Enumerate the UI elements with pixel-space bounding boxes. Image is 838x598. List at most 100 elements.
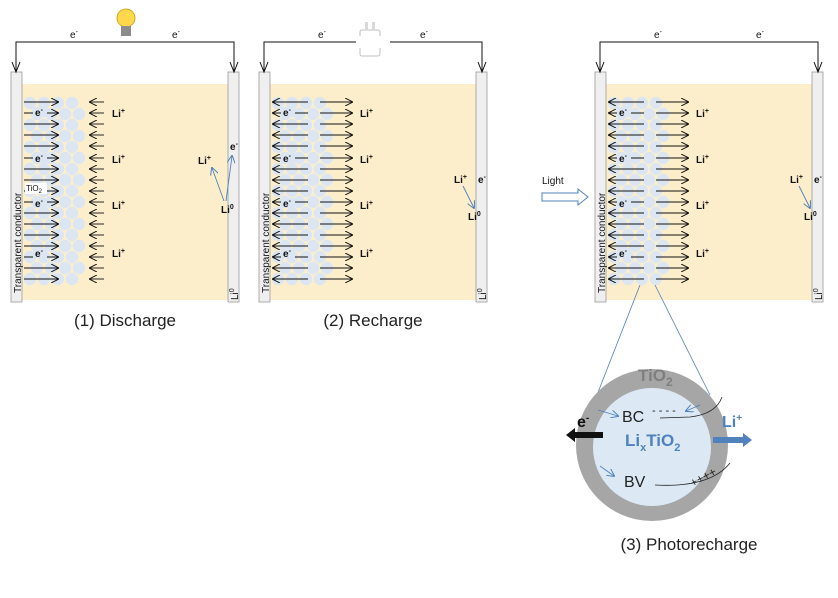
- li-metal-label: Li0: [813, 288, 825, 300]
- li-release-arrow: [212, 168, 225, 202]
- tio2-particle: [72, 151, 86, 165]
- tio2-particle: [278, 129, 292, 143]
- tio2-particle: [292, 129, 306, 143]
- electron-label-bg: [281, 198, 295, 208]
- wire-arrow-right: [229, 61, 239, 74]
- lithium-electrode: [475, 71, 488, 303]
- tio2-particle: [72, 195, 86, 209]
- film-li-ion-label: Li+: [360, 200, 373, 212]
- tio2-particle: [65, 140, 79, 154]
- tio2-particle: [306, 151, 320, 165]
- tio2-particle: [649, 140, 663, 154]
- film-li-ion-label: Li+: [360, 108, 373, 120]
- tio2-particle: [635, 96, 649, 110]
- tio2-particle: [649, 118, 663, 132]
- film-li-ion-label: Li+: [360, 154, 373, 166]
- tio2-particle: [285, 140, 299, 154]
- light-arrow: Light: [541, 176, 589, 207]
- tio2-particle: [306, 239, 320, 253]
- film-li-ion-label: Li+: [112, 154, 125, 166]
- electron-label-bg: [281, 153, 295, 163]
- tio2-particle: [621, 140, 635, 154]
- tio2-particle: [72, 107, 86, 121]
- li-out-arrow-body: [713, 437, 743, 443]
- tio2-particle: [656, 107, 670, 121]
- tio2-particle: [642, 195, 656, 209]
- tio2-label-bg: [25, 183, 47, 194]
- tio2-particle: [51, 118, 65, 132]
- battery-panel-2: e-e-Transparent conductorLi0Li+Li+Li+Li+…: [258, 22, 489, 330]
- tio2-particle: [58, 261, 72, 275]
- tio2-particle: [65, 272, 79, 286]
- film-electron-label: e-: [35, 198, 44, 210]
- tio2-particle: [65, 184, 79, 198]
- cathode-electron: e-: [478, 174, 487, 186]
- electron-label-bg: [617, 107, 631, 117]
- tio2-particle: [23, 118, 37, 132]
- li-metal-label: Li0: [229, 288, 241, 300]
- electron-label-bg: [617, 153, 631, 163]
- tio2-particle: [65, 228, 79, 242]
- battery-panel-1: e-e-Transparent conductorLi0Li+Li+Li+Li+…: [10, 8, 241, 330]
- tio2-particle: [306, 173, 320, 187]
- tio2-particle: [313, 118, 327, 132]
- external-wire: [599, 41, 819, 72]
- transparent-conductor-label: Transparent conductor: [597, 192, 608, 293]
- electron-label-bg: [33, 107, 47, 117]
- tio2-particle: [642, 107, 656, 121]
- film-electron-label: e-: [35, 153, 44, 165]
- cathode-li-ion: Li+: [790, 174, 803, 186]
- power-plug-icon: [356, 22, 390, 57]
- tio2-particle: [306, 217, 320, 231]
- tio2-particle: [635, 118, 649, 132]
- tio2-particle: [635, 140, 649, 154]
- cathode-li0: Li0: [468, 211, 481, 223]
- wire-gap: [356, 36, 390, 48]
- tio2-particle: [37, 118, 51, 132]
- electron-label-bg: [281, 248, 295, 258]
- electron-release-arrow: [225, 156, 232, 202]
- cathode-electron: e-: [230, 141, 239, 153]
- tio2-particle: [642, 217, 656, 231]
- li-out-label: Li+: [722, 413, 742, 431]
- wire-electron-right: e-: [172, 29, 181, 41]
- wire-electron-right: e-: [756, 29, 765, 41]
- tio2-particle: [313, 96, 327, 110]
- transparent-conductor-label: Transparent conductor: [13, 192, 24, 293]
- panel-caption: (3) Photorecharge: [620, 535, 757, 554]
- tio2-particle: [306, 261, 320, 275]
- tio2-particle: [72, 217, 86, 231]
- tio2-particle: [58, 129, 72, 143]
- film-li-ion-label: Li+: [112, 108, 125, 120]
- panel-caption: (1) Discharge: [74, 311, 176, 330]
- tio2-particle: [299, 140, 313, 154]
- tio2-particle: [72, 239, 86, 253]
- film-li-ion-label: Li+: [696, 248, 709, 260]
- tio2-particle: [306, 195, 320, 209]
- lithium-electrode: [227, 71, 240, 303]
- tio2-particle: [656, 129, 670, 143]
- wire-electron-right: e-: [420, 29, 429, 41]
- tio2-particle: [313, 140, 327, 154]
- tio2-particle: [271, 118, 285, 132]
- light-label: Light: [542, 176, 564, 187]
- light-bulb-icon: [116, 8, 136, 36]
- film-electron-label: e-: [283, 153, 292, 165]
- tio2-particle: [51, 140, 65, 154]
- electron-label-bg: [33, 153, 47, 163]
- tio2-particle: [607, 140, 621, 154]
- bv-curve: [654, 462, 731, 486]
- tio2-particle: [642, 129, 656, 143]
- film-li-ion-label: Li+: [696, 200, 709, 212]
- electron-out-arrow-body: [575, 432, 603, 438]
- wire-arrow-left: [259, 61, 269, 74]
- tio2-particle: [292, 107, 306, 121]
- film-electron-label: e-: [283, 107, 292, 119]
- film-li-ion-label: Li+: [360, 248, 373, 260]
- bv-arrow-in: [599, 465, 614, 476]
- tio2-particle: [306, 107, 320, 121]
- plug-pin: [372, 22, 375, 30]
- wire-arrow-right: [813, 61, 823, 74]
- film-electron-label: e-: [283, 198, 292, 210]
